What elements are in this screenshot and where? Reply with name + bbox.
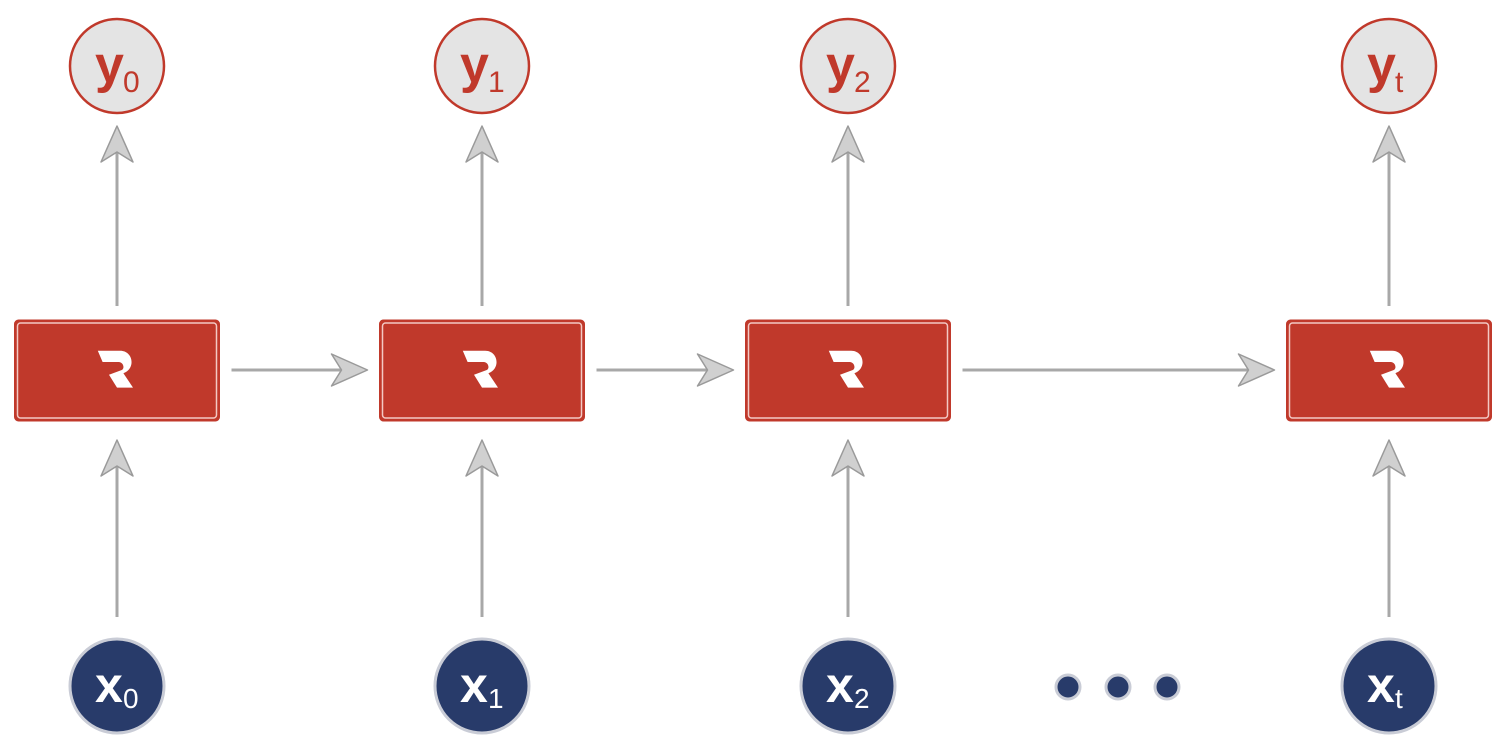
ellipsis-dot xyxy=(1054,673,1082,701)
arrow-head-icon xyxy=(1372,125,1406,163)
rnn-cell-3 xyxy=(1286,319,1492,422)
rnn-cell-0 xyxy=(14,319,220,422)
arrow-head-icon xyxy=(100,125,134,163)
rnn-cell-1 xyxy=(379,319,585,422)
input-arrow-0 xyxy=(100,439,134,617)
arrow-head-icon xyxy=(831,439,865,477)
rnn-cell-2 xyxy=(745,319,951,422)
output-label: y xyxy=(1367,36,1396,94)
input-arrow-2 xyxy=(831,439,865,617)
input-subscript: 0 xyxy=(123,683,139,714)
output-label: y xyxy=(826,36,855,94)
input-arrow-1 xyxy=(465,439,499,617)
output-subscript: t xyxy=(1395,66,1404,99)
arrow-head-icon xyxy=(1372,439,1406,477)
output-arrow-1 xyxy=(465,125,499,306)
ellipsis-dot xyxy=(1153,673,1181,701)
recurrent-arrow-0 xyxy=(231,353,369,387)
arrow-head-icon xyxy=(330,353,369,387)
arrow-head-icon xyxy=(696,353,735,387)
input-arrow-3 xyxy=(1372,439,1406,617)
ellipsis-dot xyxy=(1104,673,1132,701)
output-label: y xyxy=(460,36,489,94)
output-subscript: 2 xyxy=(854,66,871,99)
arrow-head-icon xyxy=(100,439,134,477)
input-subscript: 2 xyxy=(854,683,870,714)
input-subscript: t xyxy=(1395,683,1403,714)
recurrent-arrow-2 xyxy=(962,353,1276,387)
output-subscript: 0 xyxy=(123,66,140,99)
output-arrow-0 xyxy=(100,125,134,306)
arrow-head-icon xyxy=(831,125,865,163)
arrow-head-icon xyxy=(1237,353,1276,387)
input-label: x xyxy=(826,657,854,713)
input-label: x xyxy=(460,657,488,713)
output-label: y xyxy=(95,36,124,94)
input-label: x xyxy=(95,657,123,713)
arrow-head-icon xyxy=(465,125,499,163)
output-arrow-3 xyxy=(1372,125,1406,306)
ellipsis xyxy=(1054,673,1181,701)
arrows-layer xyxy=(100,125,1406,617)
cells-layer xyxy=(14,319,1492,422)
input-label: x xyxy=(1367,657,1395,713)
output-arrow-2 xyxy=(831,125,865,306)
recurrent-arrow-1 xyxy=(596,353,735,387)
arrow-head-icon xyxy=(465,439,499,477)
input-subscript: 1 xyxy=(488,683,504,714)
output-subscript: 1 xyxy=(488,66,505,99)
